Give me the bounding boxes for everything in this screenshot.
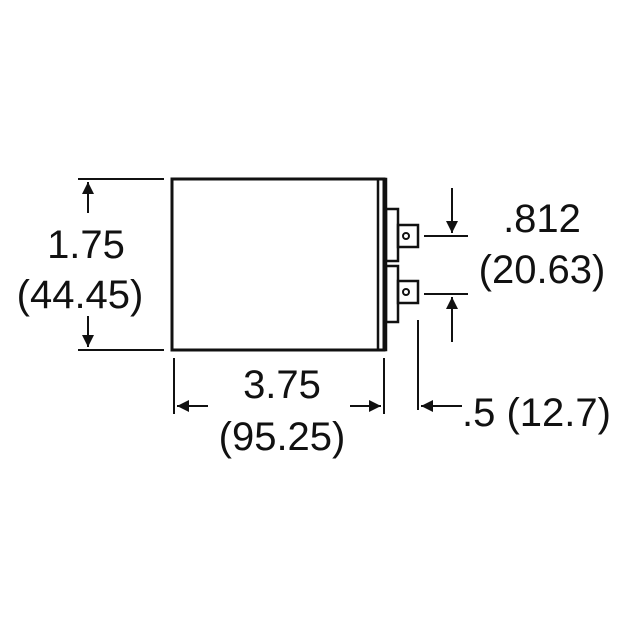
terminal-screw-lower — [402, 288, 410, 296]
capacitor-body — [170, 177, 386, 352]
spacing-inch-label: .812 — [503, 197, 581, 241]
terminal-tab-upper — [396, 223, 420, 249]
terminal-block-upper — [384, 207, 400, 263]
terminal-block-lower — [384, 264, 400, 324]
end-cap — [376, 177, 388, 352]
width-inch-label: 3.75 — [243, 363, 321, 407]
height-mm-label: (44.45) — [17, 273, 144, 317]
spacing-mm-label: (20.63) — [479, 248, 606, 292]
height-inch-label: 1.75 — [47, 223, 125, 267]
width-mm-label: (95.25) — [219, 415, 346, 459]
depth-label: .5 (12.7) — [462, 391, 611, 435]
terminal-tab-lower — [396, 279, 420, 305]
terminal-screw-upper — [402, 232, 410, 240]
